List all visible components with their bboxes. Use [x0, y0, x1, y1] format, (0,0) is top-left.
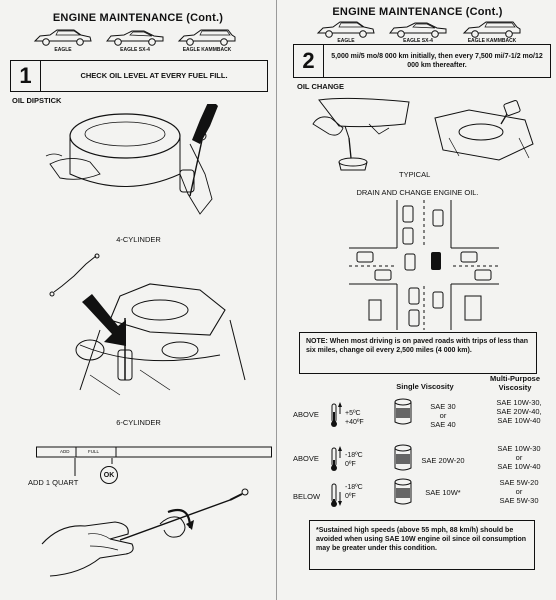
section-oil-change: OIL CHANGE: [297, 82, 344, 91]
row3-temps: -18ºC 0ºF: [345, 484, 363, 500]
model-label-sx4: EAGLE SX-4: [120, 47, 150, 53]
car-eagle-icon: [32, 26, 94, 48]
model-label-eagle: EAGLE: [54, 47, 72, 53]
oil-fill-illustration: [429, 98, 539, 168]
right-page: ENGINE MAINTENANCE (Cont.) EAGLE EAGLE S…: [279, 0, 556, 600]
intersection-traffic-diagram: [349, 200, 499, 330]
model-label-kammback: EAGLE KAMMBACK: [467, 38, 517, 44]
gauge-add-mark: ADD: [60, 449, 70, 454]
row1-temps: +5ºC +40ºF: [345, 410, 364, 426]
section-oil-dipstick: OIL DIPSTICK: [12, 96, 62, 105]
car-sx4-icon: [387, 18, 449, 40]
model-label-kammback: EAGLE KAMMBACK: [182, 47, 232, 53]
footnote-box: *Sustained high speeds (above 55 mph, 88…: [309, 520, 535, 570]
thermometer-down-icon: [329, 480, 343, 508]
four-cylinder-engine-illustration: [40, 104, 240, 224]
car-kammback-icon: [176, 26, 238, 48]
car-eagle-icon: [315, 18, 377, 40]
add-one-quart-label: ADD 1 QUART: [28, 478, 79, 487]
dipstick-gauge-scale: [36, 444, 272, 460]
row2-condition: ABOVE: [293, 454, 319, 463]
caption-4-cylinder: 4-CYLINDER: [116, 235, 161, 244]
model-label-eagle: EAGLE: [337, 38, 355, 44]
row1-single: SAE 30 or SAE 40: [430, 402, 456, 429]
oil-can-icon: [393, 398, 413, 426]
row1-multi: SAE 10W-30, SAE 20W-40, SAE 10W-40: [496, 398, 542, 425]
six-cylinder-engine-illustration: [30, 250, 250, 400]
row3-multi: SAE 5W-20 or SAE 5W-30: [499, 478, 539, 505]
thermometer-up-icon: [329, 444, 343, 472]
step-1-number: 1: [11, 61, 41, 91]
row3-single: SAE 10W*: [425, 488, 461, 497]
gauge-full-mark: FULL: [88, 449, 100, 454]
page-title-right: ENGINE MAINTENANCE (Cont.): [332, 6, 503, 18]
car-sx4-icon: [104, 26, 166, 48]
step-2-number: 2: [294, 45, 324, 77]
row2-temps: -18ºC 0ºF: [345, 452, 363, 468]
row2-multi: SAE 10W-30 or SAE 10W-40: [497, 444, 541, 471]
page-title-left: ENGINE MAINTENANCE (Cont.): [52, 12, 224, 24]
oil-drain-illustration: [309, 94, 419, 174]
step-1-text: CHECK OIL LEVEL AT EVERY FUEL FILL.: [80, 71, 228, 81]
step-1-box: 1 CHECK OIL LEVEL AT EVERY FUEL FILL.: [10, 60, 268, 92]
step-2-box: 2 5,000 mi/5 mo/8 000 km initially, then…: [293, 44, 551, 78]
row3-condition: BELOW: [293, 492, 321, 501]
note-box: NOTE: When most driving is on paved road…: [299, 332, 537, 374]
row1-condition: ABOVE: [293, 410, 319, 419]
step-2-text: 5,000 mi/5 mo/8 000 km initially, then e…: [331, 52, 543, 69]
typical-label: TYPICAL: [399, 170, 431, 179]
oil-can-icon: [393, 478, 413, 506]
caption-6-cylinder: 6-CYLINDER: [116, 418, 161, 427]
oil-can-icon: [393, 444, 413, 472]
drain-caption: DRAIN AND CHANGE ENGINE OIL.: [356, 188, 479, 197]
ok-circle: OK: [100, 466, 118, 484]
gauge-leader-lines: [60, 458, 120, 478]
car-kammback-icon: [461, 18, 523, 40]
thermometer-up-icon: [329, 400, 343, 428]
left-page: ENGINE MAINTENANCE (Cont.) EAGLE EAGLE S…: [0, 0, 277, 600]
header-single-viscosity: Single Viscosity: [396, 382, 454, 391]
header-multi-viscosity: Multi-Purpose Viscosity: [490, 374, 540, 392]
hand-wiping-dipstick-illustration: [40, 484, 260, 594]
row2-single: SAE 20W-20: [421, 456, 465, 465]
model-label-sx4: EAGLE SX-4: [403, 38, 433, 44]
